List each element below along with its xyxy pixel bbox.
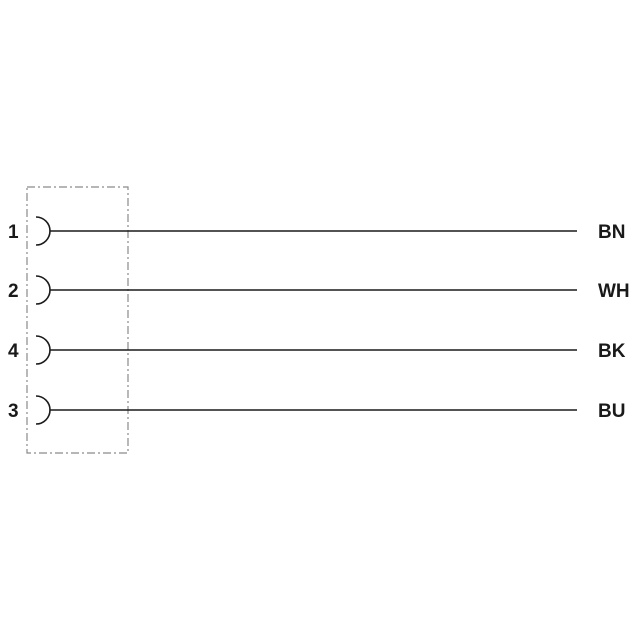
pin-row: 4 BK [8,335,626,365]
wire-color-label: BU [598,401,625,422]
wire-color-label: BN [598,222,625,243]
pin-number-label: 2 [8,281,19,302]
wire-color-label: WH [598,281,630,302]
pins-group: 1 BN 2 WH 4 BK 3 BU [8,216,630,425]
pin-row: 3 BU [8,395,625,425]
socket-contact-symbol [35,335,51,365]
pin-number-label: 1 [8,222,19,243]
wire-color-label: BK [598,341,626,362]
pin-row: 2 WH [8,275,630,305]
socket-contact-symbol [35,275,51,305]
socket-contact-symbol [35,395,51,425]
socket-contact-symbol [35,216,51,246]
pin-row: 1 BN [8,216,625,246]
pin-number-label: 3 [8,401,19,422]
connector-housing-outline [26,186,129,454]
pin-number-label: 4 [8,341,19,362]
